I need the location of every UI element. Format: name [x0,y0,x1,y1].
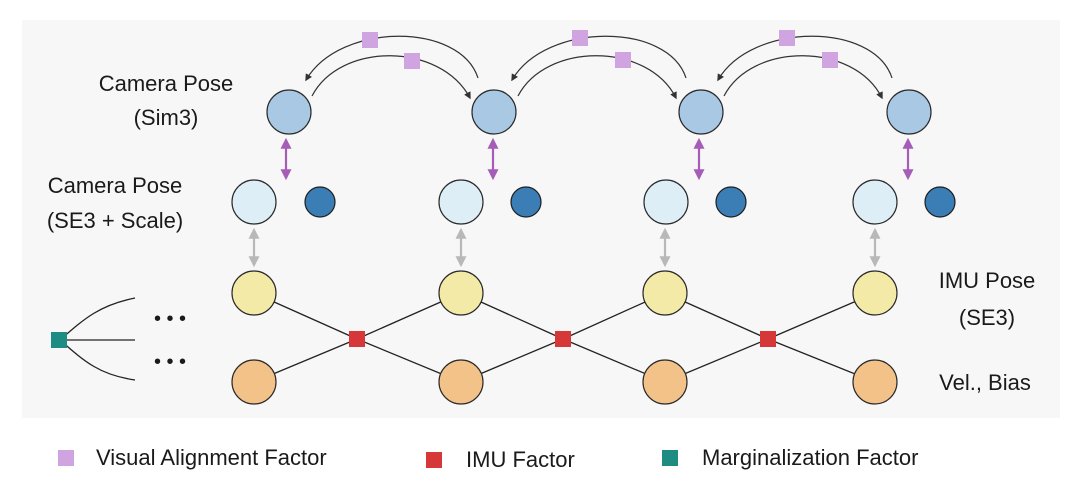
imu-pose-node [231,270,277,316]
imu-pose-node [852,270,898,316]
imu-pose-title: IMU Pose [939,268,1036,293]
imu-pose-node [642,270,688,316]
imu-pose-sub: (SE3) [959,305,1015,330]
arc-back-3 [717,35,893,82]
visual-alignment-factors [362,30,838,69]
se3-nodes [231,179,898,225]
se3-imu-links [248,227,881,268]
legend-marginalization-swatch [662,450,678,466]
marginalization-factor [51,332,67,348]
visual-factor [362,32,378,48]
vel-bias-node [438,359,484,405]
visual-factor [779,30,795,46]
sim3-nodes [266,89,932,135]
camera-pose-se3-title: Camera Pose [48,173,183,198]
vel-bias-node [231,359,277,405]
se3-node [852,179,898,225]
scale-node [510,186,542,218]
visual-alignment-arcs [305,35,893,100]
arc-fwd-3 [723,55,883,100]
sim3-se3-links [280,137,914,181]
imu-pose-node [438,270,484,316]
vel-bias-label: Vel., Bias [939,370,1031,395]
camera-pose-sim3-sub: (Sim3) [134,105,199,130]
legend-visual-alignment-label: Visual Alignment Factor [96,445,327,470]
scale-node [924,186,956,218]
camera-pose-se3-sub: (SE3 + Scale) [47,208,183,233]
arc-back-2 [511,35,687,82]
vel-bias-nodes [231,359,898,405]
ellipsis-bottom: • • • [154,351,186,373]
sim3-node [678,89,724,135]
scale-node [304,186,336,218]
legend-imu-factor-swatch [426,452,442,468]
arc-back-1 [305,35,479,82]
legend-visual-alignment-swatch [58,450,74,466]
vel-bias-node [642,359,688,405]
marginalization-edges [59,297,136,381]
arc-fwd-1 [311,55,471,100]
legend-imu-factor-label: IMU Factor [466,447,575,472]
imu-factors [349,331,776,347]
imu-factor [760,331,776,347]
sim3-node [266,89,312,135]
visual-factor [404,53,420,69]
arc-fwd-2 [517,55,677,100]
sim3-node [471,89,517,135]
scale-node [715,186,747,218]
imu-pose-nodes [231,270,898,316]
visual-factor [615,52,631,68]
imu-factor [555,331,571,347]
scale-nodes [304,186,956,218]
visual-factor [822,52,838,68]
vel-bias-node [852,359,898,405]
imu-factor [349,331,365,347]
se3-node [231,179,277,225]
visual-factor [572,30,588,46]
camera-pose-sim3-title: Camera Pose [99,71,234,96]
legend-marginalization-label: Marginalization Factor [702,445,918,470]
ellipsis-top: • • • [154,308,186,330]
se3-node [438,179,484,225]
se3-node [643,179,689,225]
legend: Visual Alignment Factor IMU Factor Margi… [58,445,918,472]
sim3-node [886,89,932,135]
